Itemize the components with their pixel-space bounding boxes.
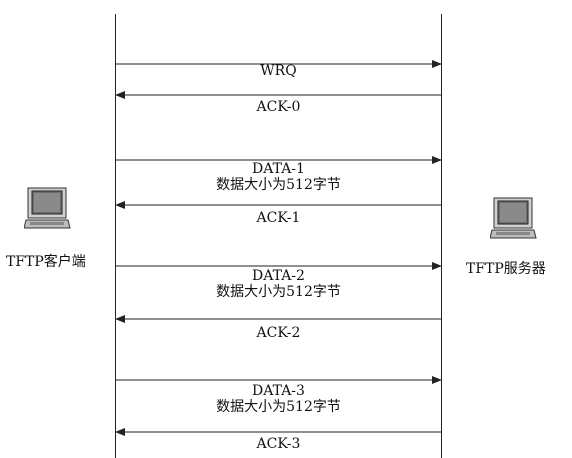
server-computer-icon xyxy=(489,196,538,242)
ack-3-label: ACK-3 xyxy=(256,436,301,452)
data-2-label: DATA-2 xyxy=(252,268,305,284)
wrq-arrow xyxy=(115,58,442,70)
wrq-label: WRQ xyxy=(260,63,297,79)
ack-1-arrow xyxy=(115,199,442,211)
ack-0-arrow xyxy=(115,89,442,101)
data-3-label: DATA-3 xyxy=(252,383,305,399)
data-2-size-label: 数据大小为512字节 xyxy=(216,284,341,300)
client-computer-icon xyxy=(23,186,72,232)
ack-2-label: ACK-2 xyxy=(256,325,301,341)
ack-0-label: ACK-0 xyxy=(256,99,301,115)
data-3-size-label: 数据大小为512字节 xyxy=(216,399,341,415)
client-lifeline xyxy=(115,14,116,458)
server-label: TFTP服务器 xyxy=(466,261,546,277)
ack-1-label: ACK-1 xyxy=(256,210,301,226)
data-3-arrow xyxy=(115,374,442,386)
client-label: TFTP客户端 xyxy=(6,254,86,270)
server-lifeline xyxy=(441,14,442,458)
data-1-label: DATA-1 xyxy=(252,161,305,177)
data-2-arrow xyxy=(115,260,442,272)
ack-3-arrow xyxy=(115,426,442,438)
ack-2-arrow xyxy=(115,313,442,325)
data-1-size-label: 数据大小为512字节 xyxy=(216,177,341,193)
data-1-arrow xyxy=(115,154,442,166)
